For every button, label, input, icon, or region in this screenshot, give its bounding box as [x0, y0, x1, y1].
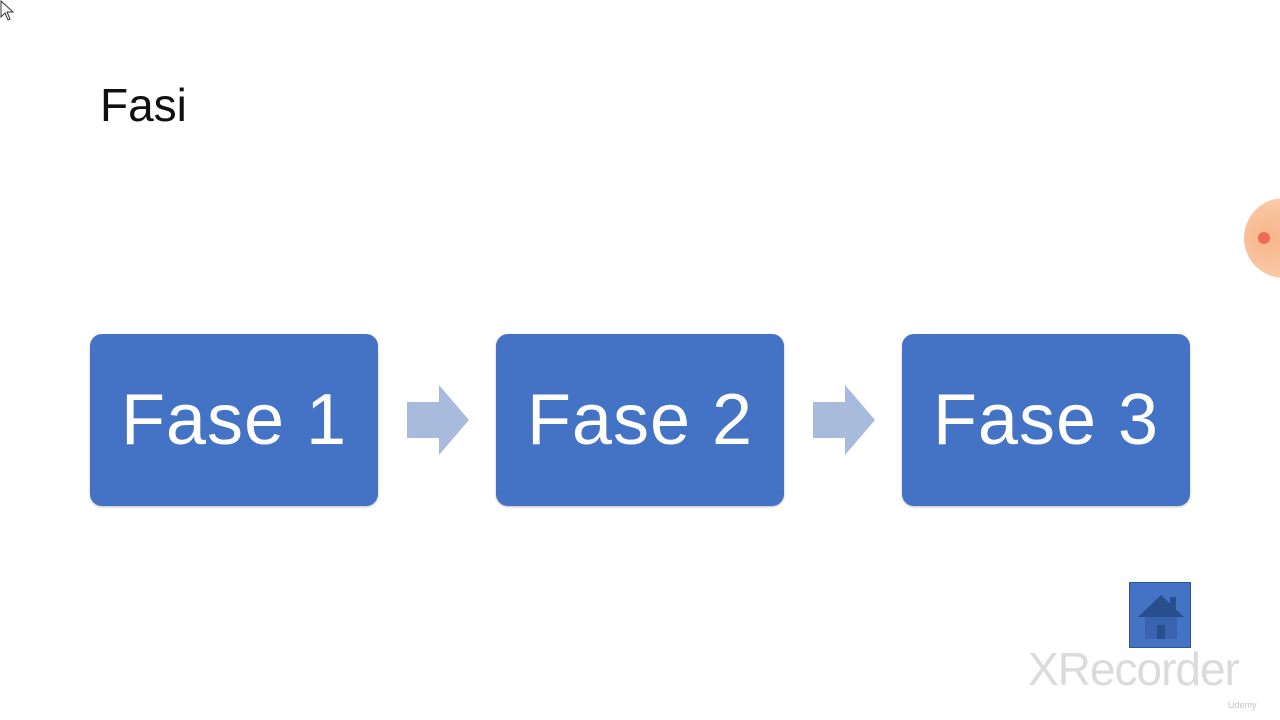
recording-indicator[interactable]: [1244, 198, 1280, 278]
phase-label-1: Fase 1: [120, 380, 348, 460]
phase-box-3: Fase 3: [902, 334, 1190, 506]
phase-box-2: Fase 2: [496, 334, 784, 506]
udemy-watermark: Udemy: [1228, 700, 1257, 710]
phase-label-2: Fase 2: [526, 380, 754, 460]
phase-label-3: Fase 3: [932, 380, 1160, 460]
right-arrow-icon: [407, 385, 469, 455]
right-arrow-icon: [813, 385, 875, 455]
recording-dot-icon: [1258, 232, 1270, 244]
mouse-cursor-icon: [0, 0, 15, 21]
xrecorder-watermark: XRecorder: [1028, 643, 1240, 695]
home-icon: [1138, 595, 1184, 639]
slide-title: Fasi: [100, 79, 187, 131]
home-button[interactable]: [1129, 582, 1191, 648]
phase-box-1: Fase 1: [90, 334, 378, 506]
